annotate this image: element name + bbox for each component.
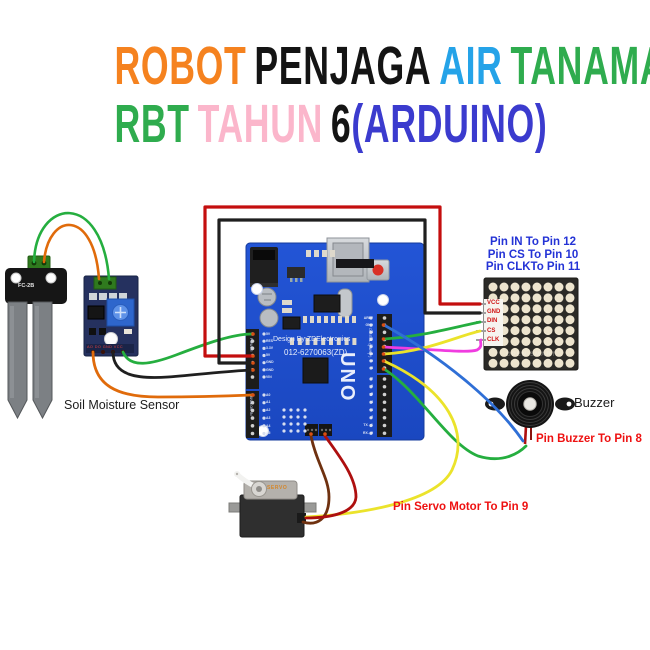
servo-tab xyxy=(302,502,317,513)
analog-pin-labels: A0 A1 A2 A3 A4 A5 xyxy=(266,392,271,436)
matrix-pin-strip xyxy=(484,299,503,346)
voltage-regulator xyxy=(287,267,305,278)
matrix-pin-label: DIN xyxy=(487,318,498,325)
module-connector xyxy=(93,276,117,290)
matrix-note-line: Pin IN To Pin 12 xyxy=(489,236,577,248)
mcu-chip xyxy=(302,357,329,384)
servo-wire-exit xyxy=(297,513,306,523)
title-word: AIR xyxy=(439,36,503,96)
title-word: (ARDUINO) xyxy=(351,94,548,154)
digital-header-bottom xyxy=(377,375,392,437)
analog-header xyxy=(246,391,259,438)
small-ic xyxy=(282,316,301,330)
buzzer-lead xyxy=(523,425,528,445)
probe-model-label: FC-2B xyxy=(18,283,35,289)
buzzer-pin-note: Pin Buzzer To Pin 8 xyxy=(536,433,642,445)
wire-power-red xyxy=(203,205,482,358)
buzzer xyxy=(485,380,575,445)
usb-serial-ic xyxy=(313,294,341,313)
title-word: 6 xyxy=(330,94,352,154)
capacitor xyxy=(259,308,279,328)
digital-pin-labels-top: AREF GND 13 12 ~11 ~10 ~9 8 xyxy=(363,315,373,370)
matrix-dots xyxy=(488,282,575,368)
title-word: RBT xyxy=(114,94,190,154)
buzzer-label: Buzzer xyxy=(574,395,615,410)
matrix-watermark: OPEN-SMART xyxy=(506,352,557,358)
wire-power-black xyxy=(217,218,482,365)
buzzer-hole xyxy=(523,397,537,411)
wire-buzzer-pin8 xyxy=(382,367,528,461)
arduino-board xyxy=(245,237,425,441)
wire-probe-green xyxy=(32,211,111,281)
wire-module-gnd xyxy=(111,350,254,379)
module-pin-labels: AO DO GND VCC xyxy=(87,344,123,349)
matrix-note-line: Pin CS To Pin 10 xyxy=(487,248,579,261)
matrix-pin-label: VCC xyxy=(487,300,500,306)
power-pin-labels: 5V RES 3.3V 5V GND GND VIN xyxy=(266,331,274,379)
wire-joints xyxy=(251,323,386,436)
title-word: PENJAGA xyxy=(254,36,432,96)
wire-module-vcc xyxy=(121,332,254,365)
wire-buzzer-blue xyxy=(382,323,525,443)
title-word: ROBOT xyxy=(114,36,247,96)
servo-pin-note: Pin Servo Motor To Pin 9 xyxy=(393,501,529,513)
soil-module xyxy=(83,275,139,357)
smd-components xyxy=(282,250,357,345)
board-model-text: 012-6270063(ZD) xyxy=(284,348,348,357)
servo-tab xyxy=(228,502,242,513)
capacitor xyxy=(257,287,277,307)
wire-servo-brown xyxy=(301,434,331,525)
matrix-pin-notes: Pin IN To Pin 12 Pin CS To Pin 10 Pin CL… xyxy=(468,236,598,274)
module-ic xyxy=(87,305,105,320)
analog-side-label: ANALOG IN xyxy=(249,396,253,416)
title-word: TAHUN xyxy=(197,94,323,154)
matrix-pin-label: GND xyxy=(487,309,501,316)
servo-motor xyxy=(228,471,317,538)
soil-probe xyxy=(5,255,67,420)
wire-cs-pin10 xyxy=(382,329,482,356)
wire-servo-pin9 xyxy=(304,359,460,519)
servo-brand-label: SERVO xyxy=(267,485,288,491)
top-header xyxy=(336,259,374,268)
matrix-pin-label: CLK xyxy=(487,336,500,343)
wires xyxy=(32,205,528,525)
title-line-1: ROBOTPENJAGAAIRTANAMAN xyxy=(110,39,650,93)
wire-din-pin12 xyxy=(382,320,482,341)
title-word: TANAMAN xyxy=(510,36,650,96)
board-design-text: Design By:ZDElectronics xyxy=(273,336,351,343)
matrix-note-line: Pin CLKTo Pin 11 xyxy=(485,261,581,274)
power-side-label: POWER xyxy=(249,338,253,352)
digital-pin-labels-bottom: 7 ~6 ~5 4 ~3 2 TX→1 RX←0 xyxy=(363,376,373,435)
wire-servo-red xyxy=(304,434,358,520)
matrix-strip-labels: VCC GND DIN CS CLK xyxy=(485,299,503,345)
soil-sensor-label: Soil Moisture Sensor xyxy=(64,398,180,412)
led-matrix xyxy=(483,277,579,371)
matrix-pin-label: CS xyxy=(487,327,496,334)
wire-probe-orange xyxy=(42,223,101,281)
power-header xyxy=(246,329,259,389)
wire-module-a0 xyxy=(91,350,254,399)
servo-body xyxy=(239,494,305,538)
